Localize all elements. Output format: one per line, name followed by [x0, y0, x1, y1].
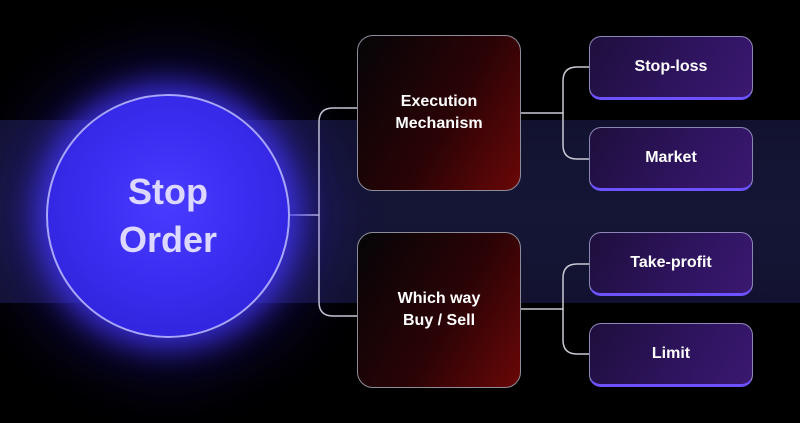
connector-branch-2-to-leaf-3 — [562, 263, 590, 310]
leaf-node-label: Take-profit — [630, 254, 712, 271]
leaf-node-label: Market — [645, 149, 697, 166]
connector-root-to-branch-1 — [318, 107, 358, 216]
connector-branch-2-to-leaf-4 — [562, 308, 590, 355]
leaf-node-limit: Limit — [589, 323, 753, 387]
connector-branch-1-to-leaf-2 — [562, 112, 590, 160]
leaf-node-take-profit: Take-profit — [589, 232, 753, 296]
leaf-node-label: Limit — [651, 345, 691, 362]
leaf-node-market: Market — [589, 127, 753, 191]
leaf-node-stop-loss: Stop-loss — [589, 36, 753, 100]
connector-root-to-branch-2 — [318, 214, 358, 317]
connector-branch-1-to-leaf-1 — [562, 66, 590, 114]
leaf-node-label: Stop-loss — [634, 58, 708, 75]
